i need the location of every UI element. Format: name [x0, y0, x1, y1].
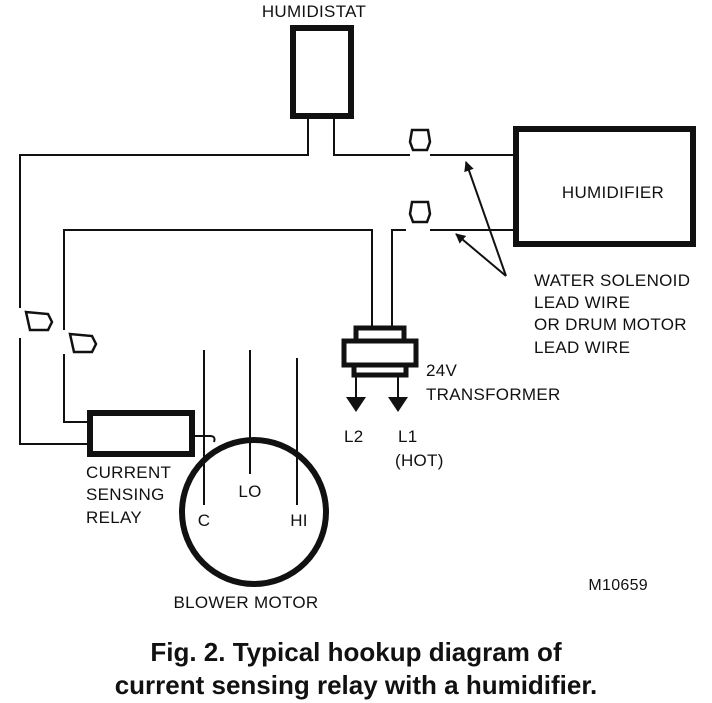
motor-terminal-c: C [198, 511, 211, 530]
caption-line1: Fig. 2. Typical hookup diagram of [150, 637, 562, 667]
pointer-arrows [455, 161, 507, 277]
l2-terminal-arrow [346, 397, 366, 412]
wire-humidistat-right [333, 116, 410, 156]
wire-nuts [24, 128, 432, 354]
transformer-label-line1: 24V [426, 361, 458, 380]
humidifier-box [513, 126, 696, 247]
transformer [341, 325, 419, 378]
arrow-to-bottom-lead [455, 233, 507, 277]
current-sensing-relay-box [87, 410, 195, 457]
motor-terminal-hi: HI [290, 511, 308, 530]
transformer-bottom-plate [351, 362, 409, 378]
relay-hook [192, 435, 216, 443]
l1-terminal-arrow [388, 397, 408, 412]
humidistat-label: HUMIDISTAT [262, 2, 366, 21]
lead-wire-note-line2: LEAD WIRE [534, 293, 630, 312]
humidifier-label: HUMIDIFIER [562, 183, 664, 202]
arrow-to-top-lead [464, 161, 507, 277]
caption-line2: current sensing relay with a humidifier. [114, 670, 598, 700]
relay-label-line1: CURRENT [86, 463, 171, 482]
transformer-body [341, 338, 419, 368]
wire-nut-top [408, 128, 432, 152]
wire-transformer-right [391, 229, 406, 328]
wire-nut-left-outer [24, 310, 54, 332]
l1-label: L1 [398, 427, 418, 446]
lead-wire-note-line3: OR DRUM MOTOR [534, 315, 687, 334]
motor-terminal-lo: LO [238, 482, 261, 501]
wire-outer-left-lower [19, 338, 90, 445]
wire-inner-left-lower [63, 354, 90, 423]
lead-wire-note-line4: LEAD WIRE [534, 338, 630, 357]
wire-nut-middle [408, 200, 432, 224]
relay-label-line2: SENSING [86, 485, 165, 504]
transformer-label-line2: TRANSFORMER [426, 385, 561, 404]
l1-hot-label: (HOT) [395, 451, 444, 470]
humidistat-box [290, 25, 354, 119]
wire-inner-left [63, 229, 373, 330]
wire-humidistat-left [19, 116, 309, 308]
wire-nut-left-inner [68, 332, 98, 354]
wires [19, 116, 516, 505]
figure-code: M10659 [588, 577, 648, 594]
blower-motor-label: BLOWER MOTOR [174, 593, 319, 612]
lead-wire-note-line1: WATER SOLENOID [534, 271, 690, 290]
blower-motor-circle [179, 437, 329, 587]
relay-label-line3: RELAY [86, 508, 142, 527]
l2-label: L2 [344, 427, 364, 446]
